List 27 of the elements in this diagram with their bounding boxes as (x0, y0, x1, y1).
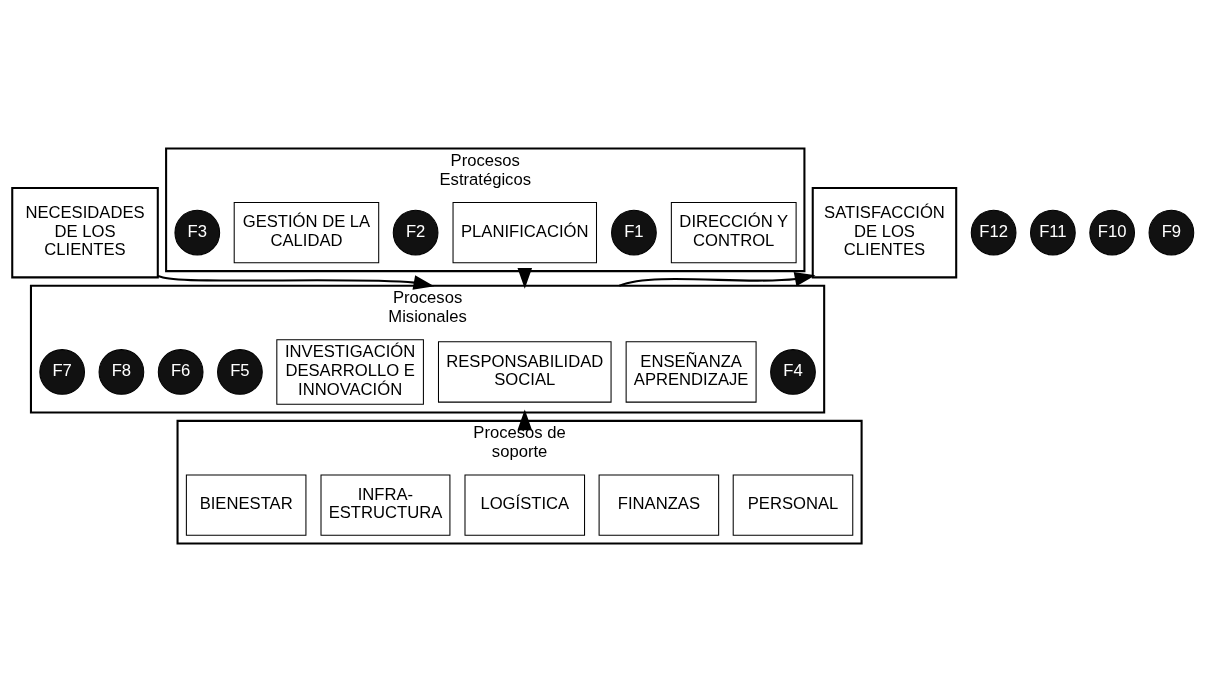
node-box: BIENESTAR (185, 473, 307, 536)
node-box: SATISFACCIÓN DE LOS CLIENTES (811, 186, 958, 278)
node-box: FINANZAS (598, 473, 720, 536)
node-box: INFRA- ESTRUCTURA (320, 473, 451, 536)
node-box: RESPONSABILIDAD SOCIAL (437, 340, 612, 403)
node-box: PLANIFICACIÓN (452, 201, 597, 263)
node-circle: F3 (174, 209, 221, 256)
node-circle: F7 (39, 348, 85, 395)
node-circle: F5 (217, 348, 263, 395)
arrow (157, 274, 435, 290)
node-box: INVESTIGACIÓN DESARROLLO E INNOVACIÓN (276, 338, 424, 405)
node-circle: F4 (770, 348, 816, 395)
node-circle: F12 (970, 209, 1017, 256)
node-circle: F10 (1089, 209, 1135, 256)
arrow (517, 408, 533, 430)
node-circle: F9 (1148, 209, 1195, 256)
node-circle: F11 (1030, 209, 1076, 256)
node-box: GESTIÓN DE LA CALIDAD (233, 201, 380, 263)
node-box: DIRECCIÓN Y CONTROL (670, 201, 797, 263)
node-box: NECESIDADES DE LOS CLIENTES (11, 186, 159, 278)
node-circle: F8 (98, 348, 145, 395)
node-circle: F1 (611, 209, 657, 256)
node-circle: F6 (157, 348, 204, 395)
node-circle: F2 (392, 209, 439, 256)
node-box: PERSONAL (732, 473, 854, 536)
node-box: ENSEÑANZA APRENDIZAJE (625, 340, 757, 403)
node-box: LOGÍSTICA (464, 473, 586, 536)
